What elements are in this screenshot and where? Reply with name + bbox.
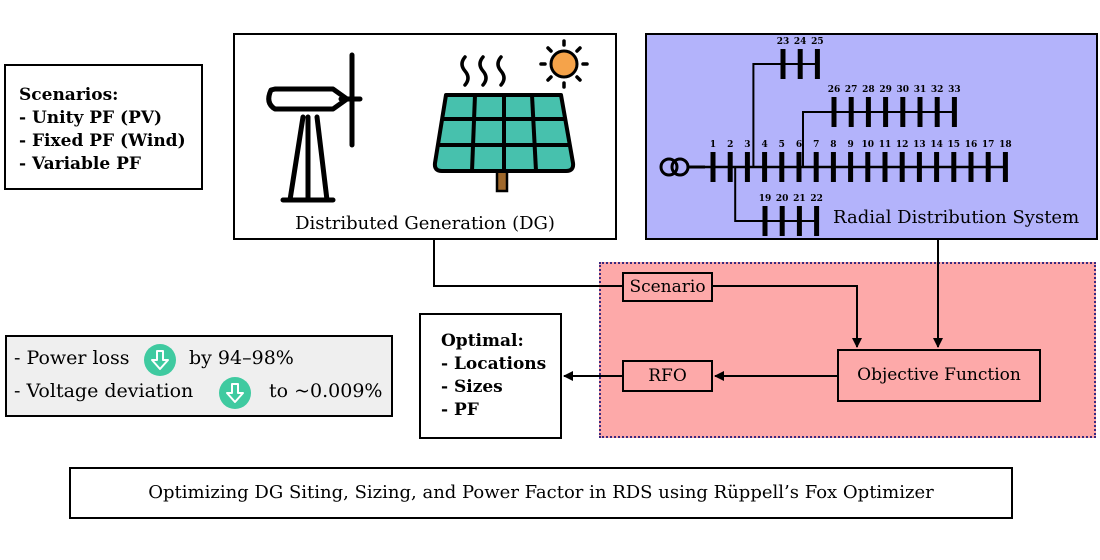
bus-label-12: 12: [896, 140, 909, 150]
scenario-node: Scenario: [622, 272, 713, 302]
optimal-item-sizes: - Sizes: [441, 377, 503, 397]
bus-label-3: 3: [744, 140, 750, 150]
bus-label-22: 22: [810, 194, 823, 204]
bus-label-17: 17: [982, 140, 995, 150]
bus-label-5: 5: [779, 140, 785, 150]
bus-label-31: 31: [914, 85, 927, 95]
voltage-deviation-suffix: to ~0.009%: [269, 380, 383, 402]
bus-label-20: 20: [776, 194, 789, 204]
bus-label-28: 28: [862, 85, 875, 95]
scenarios-heading: Scenarios:: [19, 85, 119, 105]
scenarios-box: Scenarios: - Unity PF (PV) - Fixed PF (W…: [4, 64, 203, 190]
arrow-down-icon: [219, 377, 251, 409]
wind-turbine-icon: [266, 52, 363, 203]
optimal-item-locations: - Locations: [441, 354, 547, 374]
bus-label-1: 1: [710, 140, 716, 150]
bus-label-23: 23: [777, 37, 790, 47]
bus-label-10: 10: [862, 140, 875, 150]
bus-label-27: 27: [845, 85, 858, 95]
results-box: - Power loss by 94–98% - Voltage deviati…: [5, 335, 393, 417]
bus-label-15: 15: [948, 140, 961, 150]
bus-label-8: 8: [830, 140, 836, 150]
bus-label-7: 7: [813, 140, 819, 150]
bus-label-21: 21: [793, 194, 806, 204]
heat-waves-icon: [460, 55, 506, 87]
objective-function-label: Objective Function: [857, 365, 1021, 385]
scenario-label: Scenario: [629, 277, 706, 297]
diagram-title-text: Optimizing DG Siting, Sizing, and Power …: [148, 482, 934, 503]
bus-label-18: 18: [999, 140, 1012, 150]
bus-label-33: 33: [948, 85, 961, 95]
scenario-to-objective-arrow: [713, 285, 862, 348]
bus-label-4: 4: [761, 140, 767, 150]
scenario-item-unity-pf: - Unity PF (PV): [19, 108, 163, 128]
dg-title: Distributed Generation (DG): [295, 213, 555, 234]
rfo-node: RFO: [622, 360, 713, 392]
sun-icon: [539, 39, 589, 89]
bus-label-25: 25: [811, 37, 824, 47]
dg-box: Distributed Generation (DG): [233, 33, 617, 240]
bus-label-16: 16: [965, 140, 978, 150]
power-loss-prefix: - Power loss: [14, 347, 130, 369]
rfo-label: RFO: [648, 366, 687, 386]
optimal-box: Optimal: - Locations - Sizes - PF: [419, 313, 562, 439]
bus-label-24: 24: [794, 37, 807, 47]
objective-function-node: Objective Function: [837, 349, 1041, 402]
bus-label-11: 11: [879, 140, 892, 150]
diagram-title: Optimizing DG Siting, Sizing, and Power …: [69, 467, 1013, 519]
bus-label-9: 9: [847, 140, 853, 150]
bus-label-2: 2: [727, 140, 733, 150]
optimal-heading: Optimal:: [441, 331, 524, 351]
transformer-icon: [659, 157, 705, 177]
bus-label-14: 14: [930, 140, 943, 150]
bus-label-19: 19: [759, 194, 772, 204]
optimal-item-pf: - PF: [441, 400, 479, 420]
lateral-a-line: [734, 167, 817, 222]
scenario-item-fixed-pf: - Fixed PF (Wind): [19, 131, 186, 151]
lateral-b-line: [752, 63, 818, 167]
bus-label-6: 6: [796, 140, 802, 150]
solar-panel-icon: [432, 93, 576, 193]
bus-label-26: 26: [828, 85, 841, 95]
rds-title: Radial Distribution System: [833, 207, 1080, 228]
voltage-deviation-prefix: - Voltage deviation: [14, 380, 194, 402]
power-loss-suffix: by 94–98%: [189, 347, 294, 369]
bus-label-30: 30: [897, 85, 910, 95]
arrow-down-icon: [144, 344, 176, 376]
bus-label-29: 29: [879, 85, 892, 95]
bus-label-13: 13: [913, 140, 926, 150]
scenario-item-variable-pf: - Variable PF: [19, 154, 141, 174]
bus-label-32: 32: [931, 85, 944, 95]
dg-to-scenario-connector: [433, 240, 622, 287]
dg-illustration: [266, 39, 589, 203]
